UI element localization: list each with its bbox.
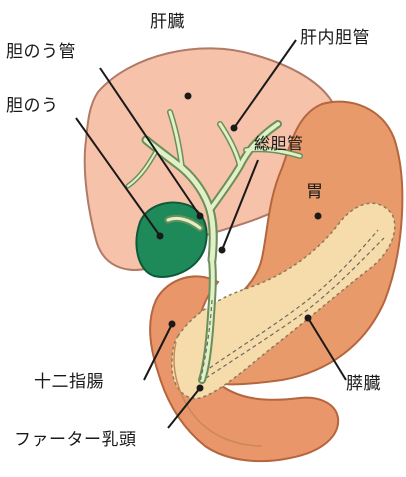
gallbladder	[136, 203, 206, 277]
label-intrahepatic-duct: 肝内胆管	[300, 30, 370, 47]
label-liver: 肝臓	[150, 14, 185, 31]
marker-stomach	[315, 213, 322, 220]
label-duodenum: 十二指腸	[34, 374, 104, 391]
label-pancreas: 膵臓	[346, 376, 381, 393]
label-gallbladder-duct: 胆のう管	[6, 44, 76, 61]
marker-gallbladder-duct	[197, 213, 204, 220]
label-gallbladder: 胆のう	[6, 98, 59, 115]
label-stomach: 胃	[306, 184, 324, 201]
marker-intrahepatic-duct	[231, 125, 238, 132]
marker-duodenum	[169, 321, 176, 328]
marker-liver	[185, 93, 192, 100]
label-common-bile-duct: 総胆管	[254, 136, 304, 152]
marker-ampulla	[197, 385, 204, 392]
marker-common-bile-duct	[219, 247, 226, 254]
marker-gallbladder	[157, 233, 164, 240]
marker-pancreas	[305, 315, 312, 322]
label-ampulla-of-vater: ファーター乳頭	[14, 432, 137, 449]
